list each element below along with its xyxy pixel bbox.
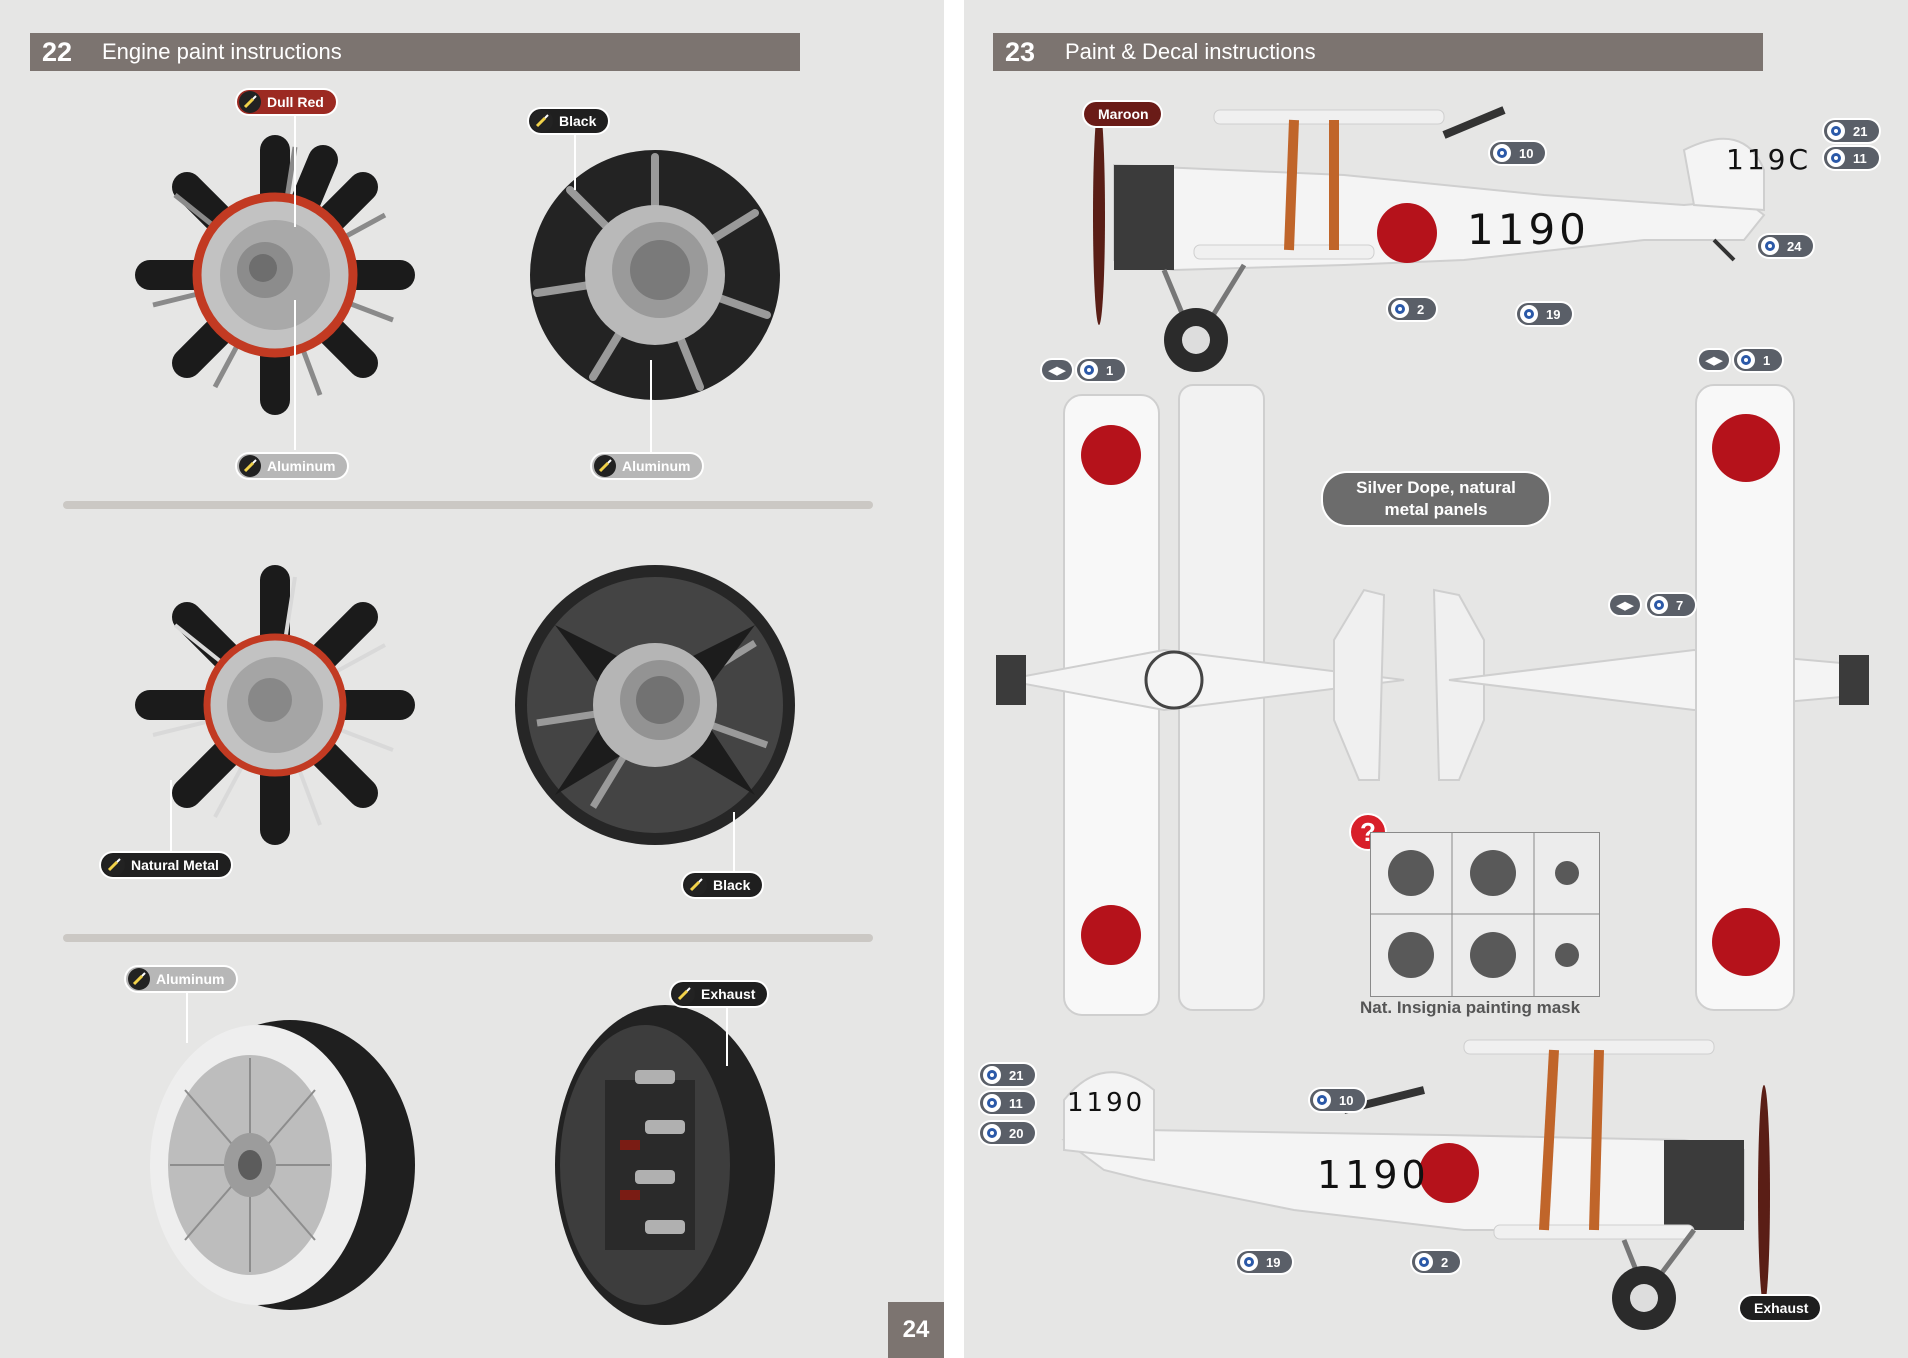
leader-black-1 — [574, 135, 576, 190]
leader-natural-metal — [170, 780, 172, 852]
paint-label: Black — [559, 113, 597, 129]
decal-badge-1-right: 1 — [1734, 349, 1783, 371]
section-number: 22 — [42, 36, 73, 67]
paintbrush-icon — [239, 91, 261, 113]
paint-label: Dull Red — [267, 94, 324, 110]
mirror-icon-left: ◀▶ — [1042, 360, 1072, 380]
decal-icon — [1650, 596, 1668, 614]
decal-badge-2-bottom: 2 — [1412, 1251, 1461, 1273]
decal-icon — [1827, 149, 1845, 167]
paint-label: Exhaust — [1754, 1300, 1809, 1316]
cowling-aluminum — [150, 1020, 415, 1310]
paintbrush-icon — [673, 983, 695, 1005]
decal-icon — [1520, 305, 1538, 323]
section-header-23: 23 Paint & Decal instructions — [993, 33, 1763, 71]
decal-icon — [983, 1124, 1001, 1142]
decal-badge-21-top: 21 — [1824, 120, 1880, 142]
decal-icon — [1313, 1091, 1331, 1109]
paint-tag-natural-metal: Natural Metal — [101, 853, 231, 877]
engine-mount-black — [515, 565, 795, 845]
decal-badge-19-top: 19 — [1517, 303, 1573, 325]
paintbrush-icon — [103, 854, 125, 876]
decal-icon — [1240, 1253, 1258, 1271]
decal-badge-1-left: 1 — [1077, 359, 1126, 381]
separator-1 — [63, 501, 873, 509]
paintbrush-icon — [531, 110, 553, 132]
decal-badge-20-bottom: 20 — [980, 1122, 1036, 1144]
decal-badge-7: 7 — [1647, 594, 1696, 616]
paint-label: Exhaust — [701, 986, 756, 1002]
engine-front-black — [530, 150, 780, 400]
decal-badge-21-bottom: 21 — [980, 1064, 1036, 1086]
aircraft-side-view-bottom — [1061, 1039, 1770, 1330]
leader-dull-red — [294, 112, 296, 227]
insignia-mask-grid — [1370, 832, 1600, 997]
page-number: 24 — [888, 1302, 944, 1358]
decal-badge-10-top: 10 — [1490, 142, 1546, 164]
paint-tag-aluminum-1: Aluminum — [237, 454, 348, 478]
leader-black-2 — [733, 812, 735, 884]
leader-aluminum-3 — [186, 993, 188, 1043]
paintbrush-icon — [594, 455, 616, 477]
paint-tag-exhaust: Exhaust — [671, 982, 768, 1006]
engine-rear-natural-metal — [135, 565, 415, 845]
decal-badge-2-top: 2 — [1388, 298, 1437, 320]
decal-icon — [1415, 1253, 1433, 1271]
decal-badge-19-bottom: 19 — [1237, 1251, 1293, 1273]
aircraft-plan-views — [996, 384, 1869, 1016]
section-title: Engine paint instructions — [102, 39, 342, 64]
decal-badge-10-bottom: 10 — [1310, 1089, 1366, 1111]
decal-badge-11-top: 11 — [1824, 147, 1879, 169]
separator-2 — [63, 934, 873, 942]
decal-icon — [983, 1066, 1001, 1084]
decal-badge-11-bottom: 11 — [980, 1092, 1035, 1114]
tail-code-top: 119C — [1726, 143, 1811, 176]
decal-icon — [1391, 300, 1409, 318]
paint-label: Aluminum — [156, 971, 225, 987]
paint-label: Aluminum — [267, 458, 336, 474]
paint-tag-aluminum-2: Aluminum — [592, 454, 703, 478]
section-title: Paint & Decal instructions — [1065, 39, 1316, 64]
engine-front-red-ring — [135, 135, 415, 415]
section-number: 23 — [1005, 36, 1036, 67]
paint-label: Maroon — [1098, 106, 1149, 122]
decal-icon — [1827, 122, 1845, 140]
silver-dope-note: Silver Dope, natural metal panels — [1323, 473, 1549, 525]
mirror-icon-right: ◀▶ — [1699, 350, 1729, 370]
decal-icon — [1761, 237, 1779, 255]
paint-label: Aluminum — [622, 458, 691, 474]
paint-tag-black-2: Black — [683, 873, 763, 897]
decal-icon — [1080, 361, 1098, 379]
paint-tag-dull-red: Dull Red — [237, 90, 336, 114]
section-header-22: 22 Engine paint instructions — [30, 33, 800, 71]
insignia-mask-caption: Nat. Insignia painting mask — [1360, 998, 1581, 1017]
decal-badge-24-top: 24 — [1758, 235, 1814, 257]
paint-tag-exhaust-right: Exhaust — [1740, 1296, 1821, 1320]
paintbrush-icon — [239, 455, 261, 477]
paintbrush-icon — [685, 874, 707, 896]
right-page: 23 Paint & Decal instructions 1190 119C … — [964, 0, 1908, 1358]
leader-aluminum-1 — [294, 300, 296, 450]
tail-code-bottom: 1190 — [1067, 1088, 1146, 1118]
paint-tag-black-1: Black — [529, 109, 609, 133]
paint-label: Black — [713, 877, 751, 893]
mirror-icon-7: ◀▶ — [1610, 595, 1640, 615]
paintbrush-icon — [128, 968, 150, 990]
decal-icon — [1493, 144, 1511, 162]
paint-tag-aluminum-3: Aluminum — [126, 967, 237, 991]
leader-exhaust — [726, 1008, 728, 1066]
cowling-exhaust — [555, 1005, 775, 1325]
paint-tag-maroon: Maroon — [1084, 102, 1161, 126]
serial-number-side-bottom: 1190 — [1317, 1153, 1430, 1197]
decal-icon — [983, 1094, 1001, 1112]
aircraft-side-view-top — [1093, 105, 1766, 372]
decal-icon — [1737, 351, 1755, 369]
leader-aluminum-2 — [650, 360, 652, 455]
paint-label: Natural Metal — [131, 857, 219, 873]
serial-number-side-top: 1190 — [1467, 205, 1590, 254]
left-page: 22 Engine paint instructions — [0, 0, 944, 1358]
